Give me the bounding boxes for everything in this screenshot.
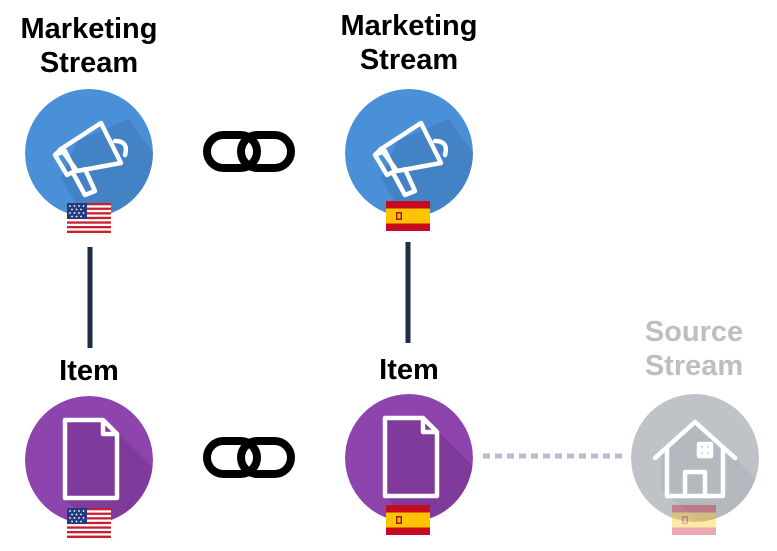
solid-connector-right <box>405 242 411 343</box>
house-icon <box>652 419 738 499</box>
megaphone-icon <box>372 120 449 198</box>
document-icon <box>382 415 440 499</box>
us-flag-icon <box>67 508 111 538</box>
label-line: Stream <box>644 350 744 382</box>
document-icon <box>62 417 120 501</box>
item-node-es[interactable] <box>345 394 473 522</box>
item-node-us[interactable] <box>25 396 153 524</box>
us-flag-icon <box>67 203 111 233</box>
spain-flag-icon <box>386 201 430 231</box>
marketing-stream-label-es: Marketing Stream <box>320 9 498 77</box>
source-stream-node[interactable] <box>631 394 759 522</box>
label-line: Source <box>644 316 744 348</box>
chain-link-icon <box>203 131 295 172</box>
label-line: Stream <box>359 44 459 76</box>
label-line: Marketing <box>340 10 478 42</box>
label-line: Marketing <box>20 13 158 45</box>
item-label-es: Item <box>320 353 498 387</box>
marketing-stream-label-us: Marketing Stream <box>0 12 178 80</box>
dotted-connector <box>483 453 627 459</box>
megaphone-icon <box>52 120 129 198</box>
chain-link-icon <box>203 437 295 478</box>
label-line: Item <box>59 355 119 387</box>
solid-connector-left <box>87 247 93 348</box>
spain-flag-icon <box>386 505 430 535</box>
marketing-stream-node-es[interactable] <box>345 89 473 217</box>
spain-flag-icon <box>672 505 716 535</box>
label-line: Item <box>379 354 439 386</box>
source-stream-label: Source Stream <box>605 315 777 383</box>
label-line: Stream <box>39 47 139 79</box>
item-label-us: Item <box>0 354 178 388</box>
marketing-stream-node-us[interactable] <box>25 89 153 217</box>
